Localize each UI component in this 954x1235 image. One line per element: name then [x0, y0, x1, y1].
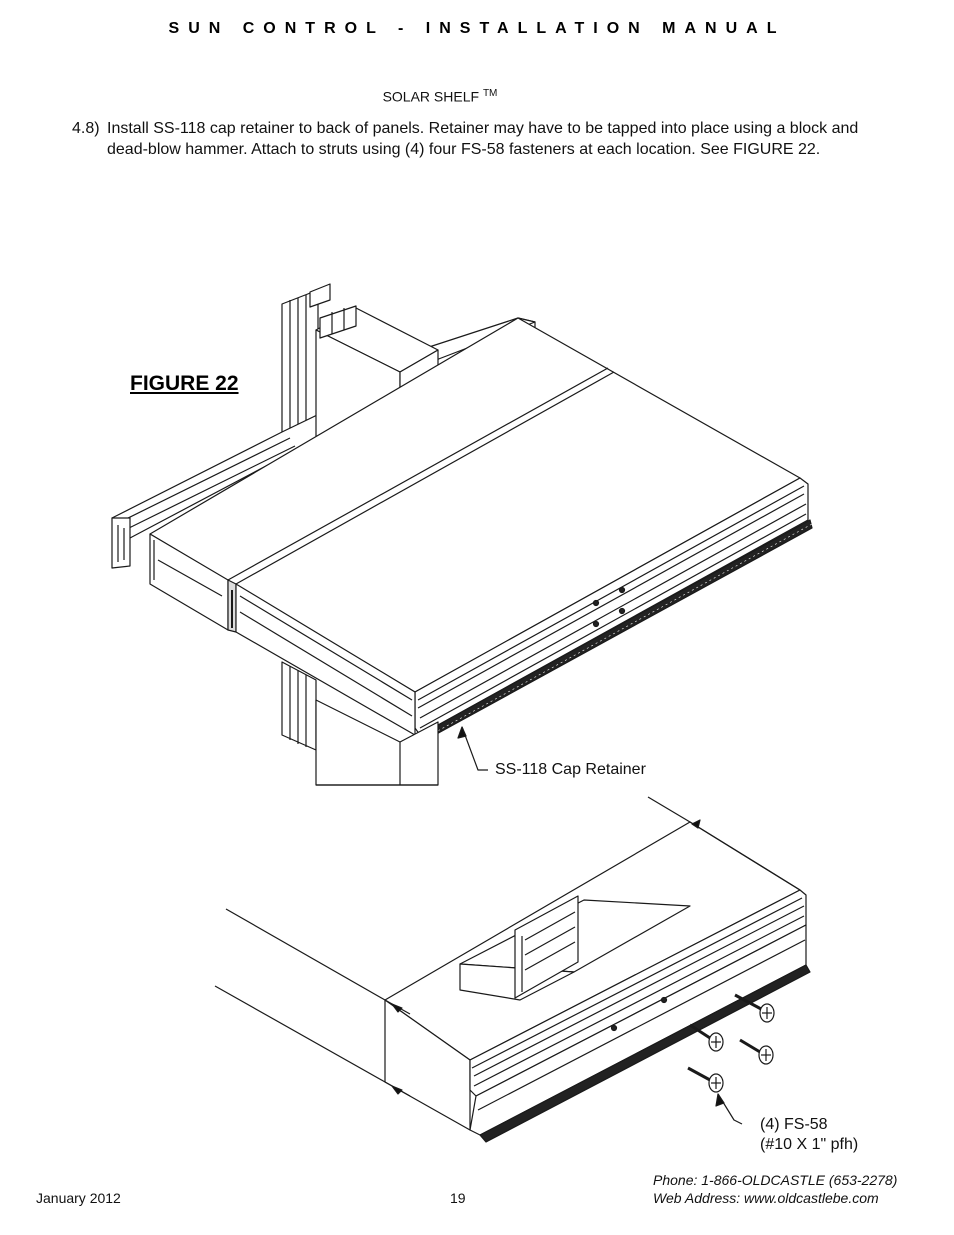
detail-dimension-lines: [384, 796, 801, 1097]
detail-channel: [469, 889, 811, 1143]
fastener-marks-upper: [592, 586, 626, 628]
contact-web: Web Address: www.oldcastlebe.com: [653, 1190, 879, 1206]
panel-front-channel: [414, 477, 809, 736]
page-number: 19: [450, 1190, 466, 1206]
section-title: SOLAR SHELF TM: [0, 88, 880, 105]
footer-contact: Phone: 1-866-OLDCASTLE (653-2278) Web Ad…: [653, 1171, 897, 1207]
cap-retainer-leader: [461, 726, 488, 771]
instruction-step: 4.8) Install SS-118 cap retainer to back…: [72, 118, 872, 160]
detail-fasteners: [610, 993, 775, 1093]
fastener-arrowhead: [715, 1093, 725, 1107]
footer-date: January 2012: [36, 1190, 121, 1206]
fastener-callout-line2: (#10 X 1" pfh): [760, 1136, 859, 1153]
fastener-screw: [739, 1038, 774, 1065]
fastener-screw: [687, 1066, 724, 1093]
fastener-screw: [734, 993, 775, 1023]
figure-title: FIGURE 22: [130, 372, 239, 395]
vertical-mullion-lower: [281, 661, 317, 751]
cap-retainer-arrowhead: [457, 726, 467, 739]
contact-phone: Phone: 1-866-OLDCASTLE (653-2278): [653, 1172, 898, 1188]
product-name: SOLAR SHELF: [382, 88, 480, 105]
cap-retainer-callout: SS-118 Cap Retainer: [495, 761, 646, 778]
trademark-symbol: TM: [482, 88, 498, 99]
manual-header: SUN CONTROL - INSTALLATION MANUAL: [168, 20, 786, 37]
step-text: Install SS-118 cap retainer to back of p…: [107, 120, 859, 158]
fastener-screw: [689, 1023, 724, 1052]
support-strut-lower: [315, 699, 439, 786]
step-number: 4.8): [72, 120, 100, 137]
detail-strut-stub: [459, 895, 691, 1001]
panel-end-profile: [149, 533, 416, 736]
fastener-callout-line1: (4) FS-58: [760, 1116, 828, 1133]
